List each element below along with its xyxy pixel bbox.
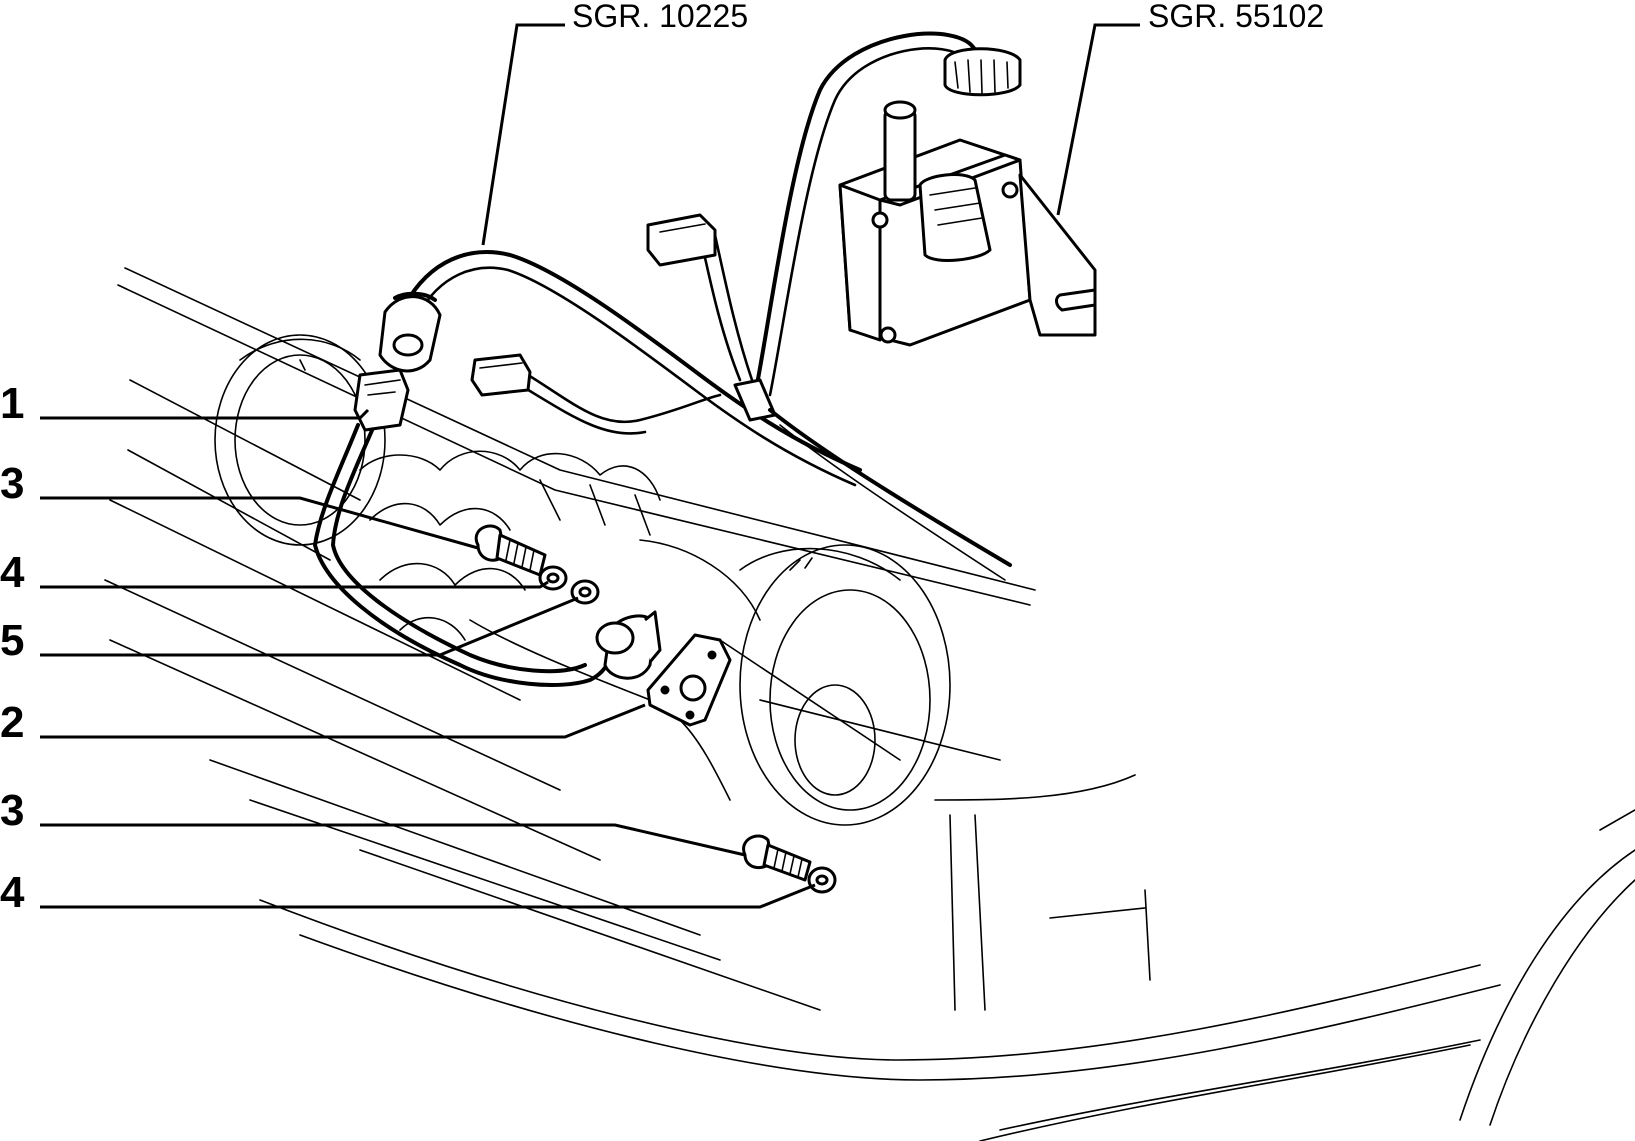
- washer-upper-4: [538, 565, 568, 591]
- callout-1: 1: [0, 379, 24, 428]
- washer-upper-5: [570, 579, 600, 605]
- sensor-connector-1: [353, 368, 410, 432]
- mounting-plate-2: [646, 633, 732, 801]
- reference-sgr-10225: SGR. 10225: [572, 0, 748, 34]
- harness-connector-middle: [470, 353, 532, 397]
- bolt-lower: [742, 834, 812, 882]
- callout-4-upper: 4: [0, 548, 25, 597]
- harness-connector-top: [646, 213, 717, 267]
- callout-4-lower: 4: [0, 868, 25, 917]
- sensor-lead: [313, 423, 614, 687]
- engine-block-outline: [104, 267, 1635, 1141]
- reference-labels: SGR. 10225 SGR. 55102: [572, 0, 1324, 34]
- callout-labels: 1 3 4 5 2 3 4: [0, 379, 25, 917]
- ignition-coil: [838, 47, 1097, 347]
- callout-2: 2: [0, 698, 24, 747]
- sensor-connector-plug: [378, 291, 442, 373]
- wiring-harness: [403, 31, 1012, 581]
- reference-sgr-55102: SGR. 55102: [1148, 0, 1324, 34]
- callout-3-upper: 3: [0, 459, 24, 508]
- callout-5: 5: [0, 616, 24, 665]
- callout-3-lower: 3: [0, 786, 24, 835]
- bolt-upper: [474, 524, 547, 577]
- callout-leaders: [40, 23, 1140, 909]
- sensor-body: [595, 610, 662, 680]
- washer-lower-4: [807, 866, 837, 894]
